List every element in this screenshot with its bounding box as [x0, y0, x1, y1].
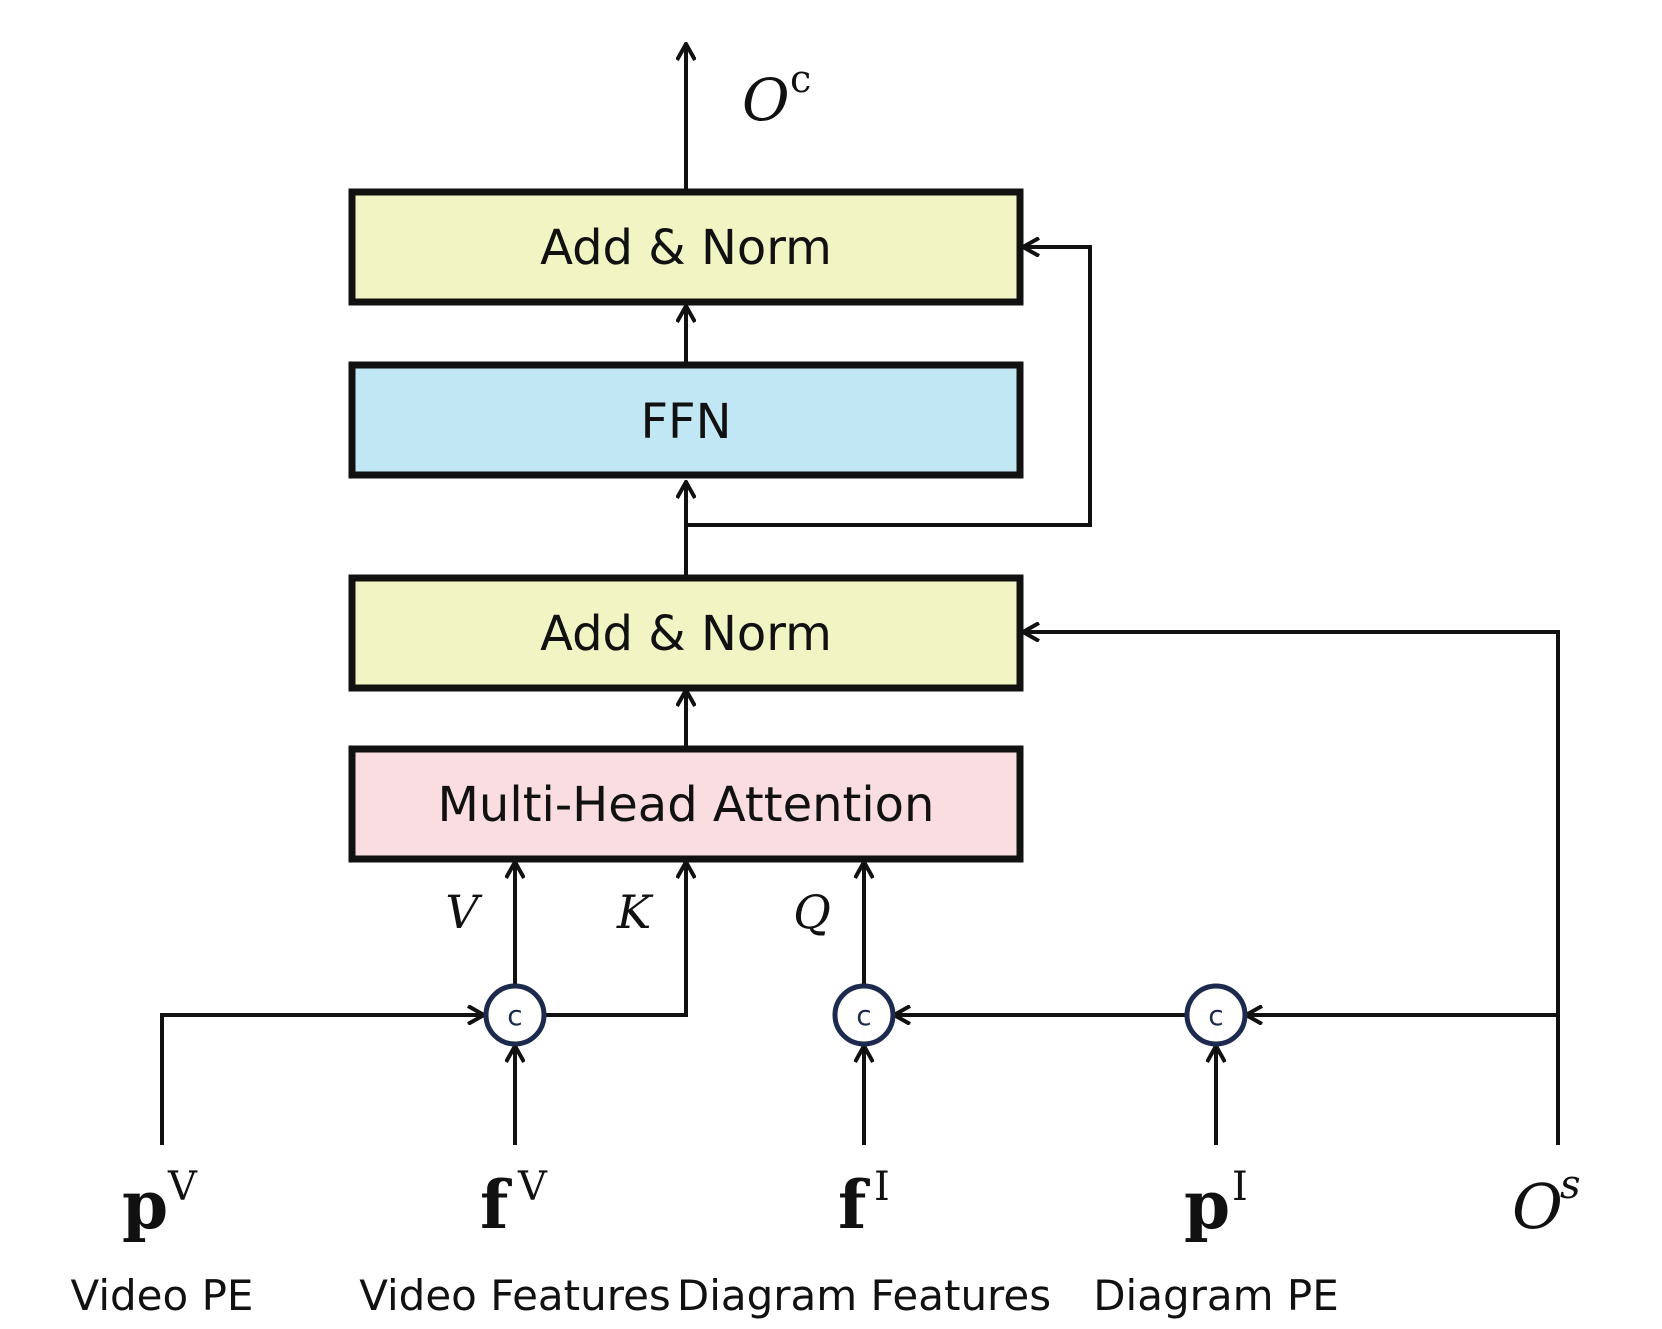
- ffn-residual-connection: [686, 247, 1092, 527]
- input-symbol: O: [1512, 1170, 1563, 1243]
- input-symbol: f: [480, 1166, 512, 1244]
- mha-box: [348, 745, 1024, 863]
- k-arrow: [546, 862, 686, 1017]
- input-superscript: s: [1560, 1162, 1581, 1208]
- input-video-pe: p V Video PE: [71, 1164, 254, 1320]
- mha-label: Multi-Head Attention: [438, 777, 935, 833]
- add-norm-bottom-block: Add & Norm: [348, 574, 1024, 692]
- output-label: O c: [742, 57, 811, 134]
- concat-circle: [1184, 983, 1248, 1047]
- ffn-label: FFN: [640, 394, 731, 450]
- input-caption: Video Features: [359, 1271, 671, 1320]
- input-superscript: V: [167, 1164, 198, 1210]
- key-label: K: [616, 885, 654, 939]
- multi-head-attention-block: Multi-Head Attention: [348, 745, 1024, 863]
- query-label: Q: [793, 885, 831, 939]
- concat-node-diagram-features: c: [832, 983, 896, 1047]
- input-diagram-features: f I Diagram Features: [677, 1164, 1051, 1320]
- value-label: V: [445, 885, 483, 939]
- ffn-block: FFN: [348, 361, 1024, 479]
- os-residual-connection: [1023, 632, 1560, 1145]
- input-superscript: I: [874, 1164, 890, 1210]
- concat-circle: [483, 983, 547, 1047]
- input-symbol: p: [1184, 1166, 1230, 1244]
- pv-to-concat-arrow: [160, 1015, 484, 1145]
- add-norm-top-box: [348, 188, 1024, 306]
- concat-circle: [832, 983, 896, 1047]
- ffn-box: [348, 361, 1024, 479]
- input-diagram-pe: p I Diagram PE: [1093, 1164, 1339, 1320]
- concat-node-diagram-pe: c: [1184, 983, 1248, 1047]
- concat-symbol: c: [1208, 999, 1223, 1032]
- input-caption: Diagram PE: [1093, 1271, 1339, 1320]
- add-norm-bottom-label: Add & Norm: [540, 606, 832, 662]
- input-superscript: I: [1232, 1164, 1248, 1210]
- input-symbol: f: [838, 1166, 870, 1244]
- output-symbol: O: [742, 66, 790, 134]
- add-norm-top-label: Add & Norm: [540, 220, 832, 276]
- input-caption: Video PE: [71, 1271, 254, 1320]
- input-superscript: V: [517, 1164, 548, 1210]
- concat-symbol: c: [856, 999, 871, 1032]
- concat-symbol: c: [507, 999, 522, 1032]
- add-norm-top-block: Add & Norm: [348, 188, 1024, 306]
- input-symbol: p: [122, 1166, 168, 1244]
- add-norm-bottom-box: [348, 574, 1024, 692]
- output-superscript: c: [790, 57, 811, 101]
- concat-node-video: c: [483, 983, 547, 1047]
- input-video-features: f V Video Features: [359, 1164, 671, 1320]
- input-os: O s: [1512, 1162, 1581, 1243]
- input-caption: Diagram Features: [677, 1271, 1051, 1320]
